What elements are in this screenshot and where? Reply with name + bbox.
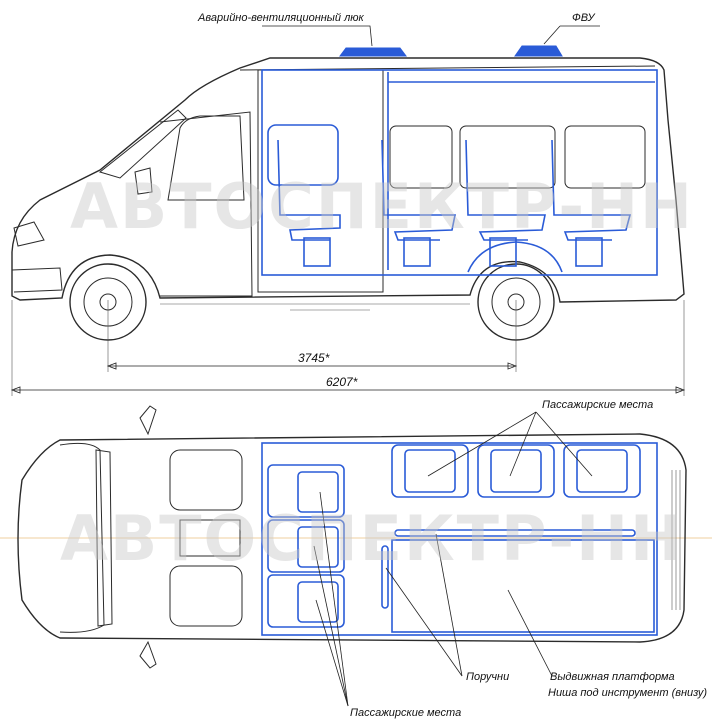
top-handrail-long: [394, 529, 636, 537]
top-cab-seats: [169, 449, 243, 627]
side-cab-window: [167, 115, 245, 201]
top-bench-seats: [267, 464, 345, 628]
handrails-label: Поручни: [466, 671, 509, 683]
side-cab-door: [159, 111, 253, 297]
side-seat-4: [551, 139, 632, 267]
top-windshield: [95, 449, 113, 627]
fvu-unit: [514, 45, 563, 57]
top-mirror-right: [139, 640, 157, 669]
top-sliding-platform: [391, 539, 655, 633]
passenger-seats-top-leaders: [427, 411, 593, 477]
overall-length-value: 6207*: [326, 375, 358, 389]
vent-hatch-label: Аварийно-вентиляционный люк: [197, 12, 365, 24]
side-rear-wheel-arch: [467, 241, 563, 273]
top-body-outline: [17, 433, 687, 643]
side-bumper: [11, 267, 63, 293]
top-interior-outline: [261, 442, 658, 636]
watermark-top: АВТОСПЕКТР-НН: [60, 502, 684, 575]
side-seat-2: [381, 139, 456, 267]
side-interior-outline: [261, 69, 658, 276]
side-window-2: [459, 125, 556, 189]
handrails-leaders: [385, 533, 463, 677]
tool-niche-label: Ниша под инструмент (внизу): [548, 687, 707, 699]
side-window-3: [564, 125, 646, 189]
top-handrail-short: [381, 545, 389, 609]
side-mirror: [134, 167, 153, 195]
fvu-label: ФВУ: [572, 12, 595, 24]
top-hood: [59, 442, 105, 633]
vent-hatch-unit: [339, 47, 407, 57]
top-mirror-left: [139, 405, 157, 436]
dimension-overall-length: [10, 300, 686, 396]
top-rear-ribs: [671, 470, 681, 610]
vent-hatch-leader: [262, 25, 373, 47]
top-view: Пассажирские места Поручни Выдвижная пла…: [0, 399, 712, 719]
wheelbase-value: 3745*: [298, 351, 330, 365]
side-headlight: [13, 221, 45, 247]
passenger-seats-bottom-leaders: [313, 491, 349, 707]
side-seat-1: [267, 124, 341, 267]
side-body-outline: [11, 57, 685, 303]
side-windshield: [98, 109, 187, 179]
passenger-seats-bottom-label: Пассажирские места: [350, 707, 461, 719]
side-underbody: [160, 303, 470, 311]
side-seat-3: [465, 139, 546, 267]
passenger-seats-top-label: Пассажирские места: [542, 399, 653, 411]
sliding-platform-label: Выдвижная платформа: [550, 671, 675, 683]
side-window-1: [389, 125, 453, 189]
watermark-side: АВТОСПЕКТР-НН: [70, 170, 694, 243]
dimension-wheelbase: [106, 300, 518, 372]
side-view: Аварийно-вентиляционный люк ФВУ 3745* 62…: [10, 12, 686, 396]
top-single-seats: [391, 444, 641, 498]
platform-leader: [507, 589, 553, 677]
fvu-leader: [543, 25, 600, 45]
